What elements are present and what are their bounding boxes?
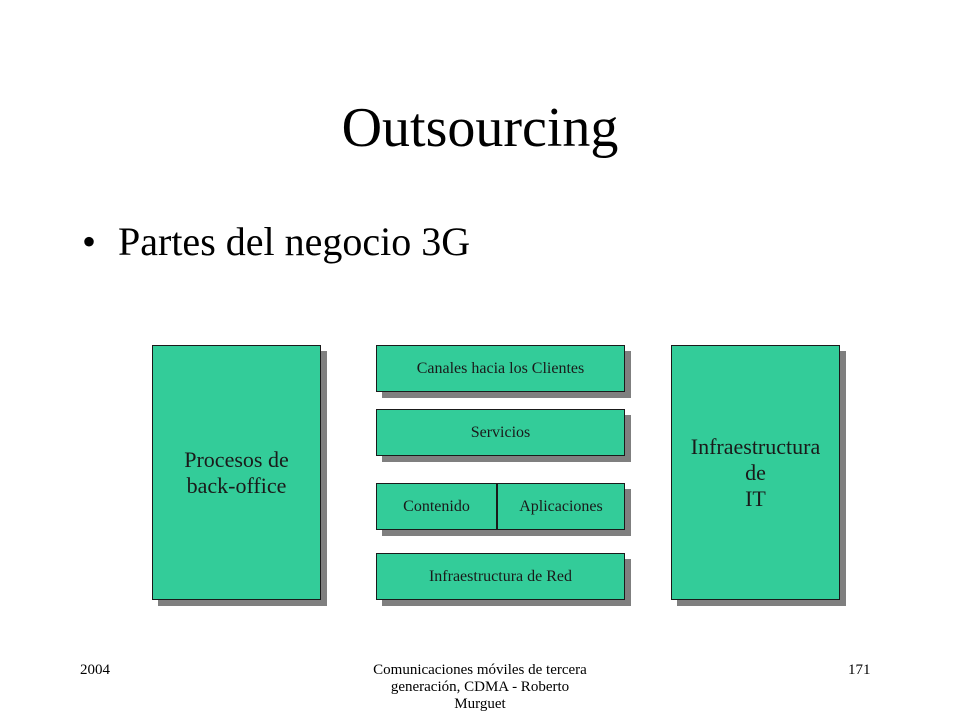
back-office-label-line1: Procesos de <box>184 446 289 472</box>
channels-box: Canales hacia los Clientes <box>376 345 625 392</box>
bullet-dot: • <box>82 219 97 264</box>
back-office-label-line2: back-office <box>186 472 287 498</box>
it-infrastructure-label-line2: de <box>745 459 766 485</box>
footer-caption: Comunicaciones móviles de tercera genera… <box>320 662 640 720</box>
network-infrastructure-box: Infraestructura de Red <box>376 553 625 600</box>
it-infrastructure-box: Infraestructura de IT <box>671 345 840 600</box>
services-box: Servicios <box>376 409 625 456</box>
footer-caption-line3: Murguet <box>454 696 506 712</box>
footer-year: 2004 <box>80 662 110 678</box>
bullet-item: • Partes del negocio 3G <box>82 214 470 270</box>
content-box: Contenido <box>376 483 497 530</box>
footer-page-number: 171 <box>848 662 871 678</box>
content-label: Contenido <box>403 497 470 515</box>
it-infrastructure-label-line3: IT <box>745 485 766 511</box>
services-label: Servicios <box>470 423 531 441</box>
network-infrastructure-label: Infraestructura de Red <box>428 567 573 585</box>
channels-label: Canales hacia los Clientes <box>416 359 585 377</box>
applications-box: Aplicaciones <box>497 483 625 530</box>
it-infrastructure-label-line1: Infraestructura <box>690 433 821 459</box>
back-office-box: Procesos de back-office <box>152 345 321 600</box>
footer-caption-line2: generación, CDMA - Roberto <box>390 679 570 695</box>
bullet-text: Partes del negocio 3G <box>118 219 471 264</box>
applications-label: Aplicaciones <box>519 497 603 515</box>
footer-caption-line1: Comunicaciones móviles de tercera <box>373 662 587 678</box>
slide-title: Outsourcing <box>341 97 619 159</box>
